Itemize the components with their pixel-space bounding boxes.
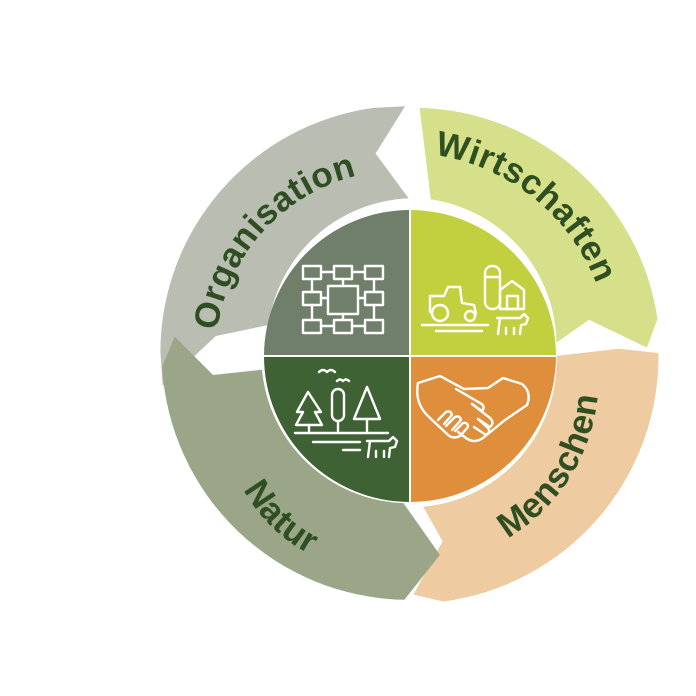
inner-circle <box>264 210 556 502</box>
farm-tractor-icon <box>420 264 530 336</box>
ring-segment-organisation <box>160 106 409 387</box>
quadrant-menschen <box>410 356 556 502</box>
ring-segment-menschen <box>413 348 659 602</box>
handshake-icon <box>416 374 530 443</box>
forest-cow-icon <box>293 368 399 459</box>
ring-segment-natur <box>162 336 440 600</box>
ring-segment-wirtschaften <box>419 107 658 348</box>
outer-ring <box>160 106 659 602</box>
org-chart-icon <box>301 264 385 335</box>
